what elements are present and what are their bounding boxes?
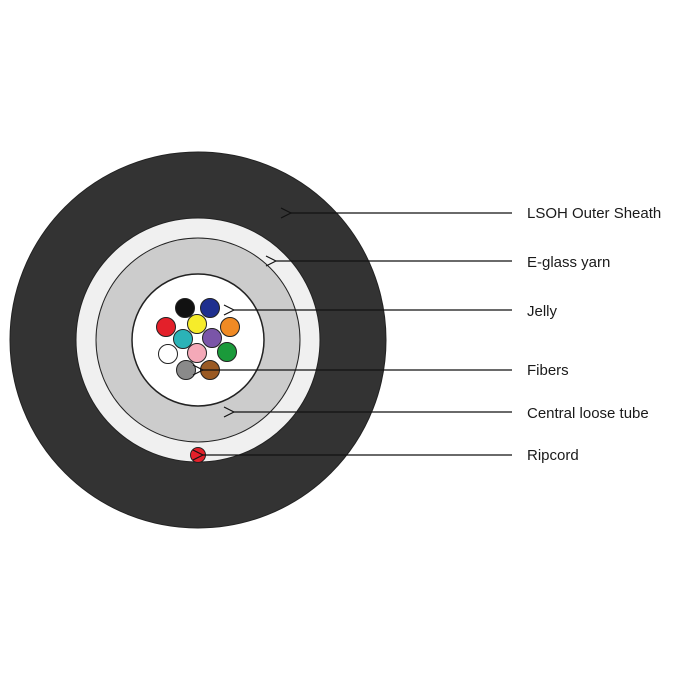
label-eglass-yarn: E-glass yarn	[527, 254, 610, 271]
jelly-area	[131, 273, 265, 407]
fiber-7	[173, 329, 193, 349]
fiber-5	[202, 328, 222, 348]
fiber-8	[187, 343, 207, 363]
label-jelly: Jelly	[527, 303, 558, 320]
callout-labels: LSOH Outer Sheath E-glass yarn Jelly Fib…	[527, 205, 661, 464]
label-ripcord: Ripcord	[527, 447, 579, 464]
label-outer-sheath: LSOH Outer Sheath	[527, 205, 661, 222]
fiber-6	[220, 317, 240, 337]
fiber-9	[158, 344, 178, 364]
label-loose-tube: Central loose tube	[527, 405, 649, 422]
fiber-3	[156, 317, 176, 337]
fiber-11	[176, 360, 196, 380]
fiber-2	[200, 298, 220, 318]
cable-cross-section	[9, 151, 387, 529]
fiber-1	[175, 298, 195, 318]
leader-lines	[203, 213, 512, 455]
fiber-4	[187, 314, 207, 334]
fiber-bundle	[156, 298, 240, 380]
fiber-10	[217, 342, 237, 362]
label-fibers: Fibers	[527, 362, 569, 379]
